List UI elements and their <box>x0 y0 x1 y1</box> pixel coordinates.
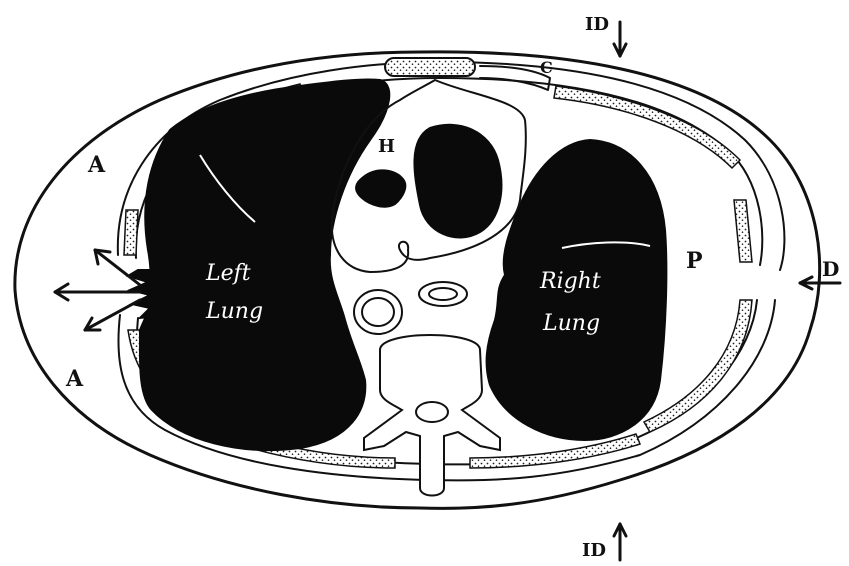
label-p: P <box>686 248 703 274</box>
label-right-lung-1: Right <box>539 269 601 294</box>
label-right-lung-2: Lung <box>542 311 600 336</box>
label-a-upper: A <box>87 152 106 178</box>
label-left-lung-1: Left <box>205 261 251 286</box>
label-left-lung-2: Lung <box>205 299 263 324</box>
aorta-lumen <box>362 298 394 326</box>
label-id-bottom: ID <box>582 540 606 561</box>
arrow-id-bottom <box>614 524 626 560</box>
vertebral-canal <box>416 402 448 422</box>
left-lung <box>140 79 389 450</box>
arrow-id-top <box>614 22 626 56</box>
label-d: D <box>822 257 839 281</box>
heart-atrium <box>356 170 405 206</box>
rib-left-mid <box>124 210 138 255</box>
esophagus <box>419 282 467 306</box>
heart-left-ventricle <box>414 125 501 238</box>
left-outflow-arrows <box>55 250 140 330</box>
label-heart: H <box>378 136 395 157</box>
esophagus-lumen <box>429 288 457 300</box>
label-cartilage: C <box>540 58 553 77</box>
rib-right-mid <box>734 200 752 262</box>
label-id-top: ID <box>585 14 609 35</box>
left-pleural-puncture <box>128 270 160 318</box>
label-a-lower: A <box>65 366 84 392</box>
sternum <box>385 58 475 76</box>
